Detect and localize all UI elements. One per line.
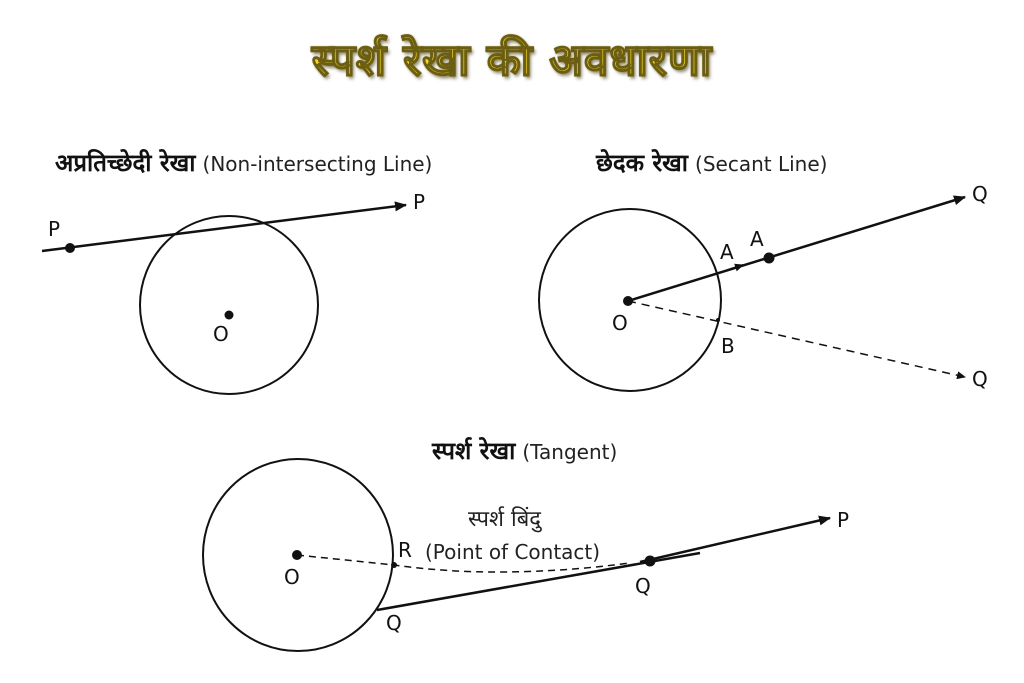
center-o-dot xyxy=(623,296,633,306)
line-pp xyxy=(41,201,407,253)
label-q-top: Q xyxy=(972,182,988,206)
label-q-bottom: Q xyxy=(972,367,988,391)
point-of-contact-hindi: स्पर्श बिंदु xyxy=(468,507,541,532)
circle xyxy=(538,208,722,392)
point-a-dot xyxy=(763,252,775,264)
center-o-dot xyxy=(224,310,234,320)
label-a-1: A xyxy=(720,240,734,264)
non-intersecting-figure: P P O xyxy=(41,190,425,395)
label-o: O xyxy=(284,565,300,589)
label-p: P xyxy=(837,508,849,532)
tangent-line-qp xyxy=(639,515,831,564)
point-of-contact-english: (Point of Contact) xyxy=(425,540,601,564)
tangent-heading-english: (Tangent) xyxy=(522,440,618,464)
label-o: O xyxy=(213,322,229,346)
tangent-heading: स्पर्श रेखा (Tangent) xyxy=(432,434,617,467)
non-intersecting-heading-hindi: अप्रतिच्छेदी रेखा xyxy=(55,149,196,177)
non-intersecting-heading-english: (Non-intersecting Line) xyxy=(202,152,433,176)
label-p-right: P xyxy=(413,190,425,214)
label-p-left: P xyxy=(48,217,60,241)
dashed-line-oq xyxy=(627,300,966,380)
secant-heading: छेदक रेखा (Secant Line) xyxy=(596,146,827,179)
page-title: स्पर्श रेखा की अवधारणा xyxy=(311,34,713,87)
point-r-dot xyxy=(391,562,397,568)
tangent-figure: O R Q Q P xyxy=(202,458,849,652)
tangent-heading-hindi: स्पर्श रेखा xyxy=(432,437,516,465)
dashed-radius-curve xyxy=(296,554,631,573)
point-b-dot xyxy=(716,318,720,322)
secant-figure: O A A B Q Q xyxy=(538,182,988,392)
label-o: O xyxy=(612,311,628,335)
center-o-dot xyxy=(292,550,302,560)
point-p-dot xyxy=(65,243,75,253)
non-intersecting-heading: अप्रतिच्छेदी रेखा (Non-intersecting Line… xyxy=(55,146,432,179)
secant-line-oq xyxy=(627,195,966,303)
circle xyxy=(202,458,394,652)
label-q-circle: Q xyxy=(386,611,402,635)
secant-heading-english: (Secant Line) xyxy=(695,152,828,176)
label-a-2: A xyxy=(750,227,764,251)
label-q-line: Q xyxy=(635,574,651,598)
point-q-dot xyxy=(644,555,656,567)
direction-arrow xyxy=(727,263,744,272)
label-r: R xyxy=(398,538,412,562)
secant-heading-hindi: छेदक रेखा xyxy=(596,149,689,177)
circle xyxy=(139,215,319,395)
label-b: B xyxy=(721,334,735,358)
